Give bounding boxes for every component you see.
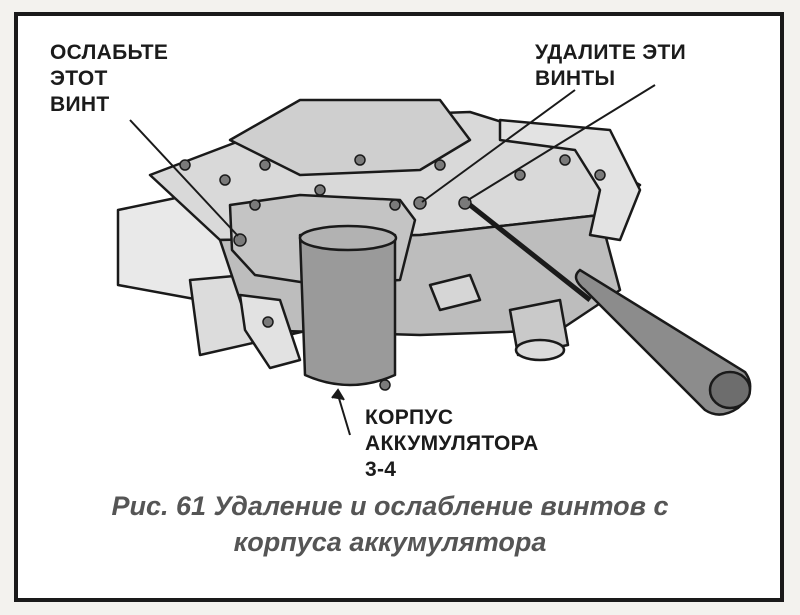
caption-line-1: Рис. 61 Удаление и ослабление винтов с <box>111 491 669 521</box>
loosen-line-1: ОСЛАБЬТЕ <box>50 41 169 64</box>
remove-line-2: ВИНТЫ <box>535 67 616 90</box>
screwdriver <box>468 203 752 416</box>
loosen-line-3: ВИНТ <box>50 93 110 116</box>
housing-line-1: КОРПУС <box>365 406 454 429</box>
figure-caption: Рис. 61 Удаление и ослабление винтов с к… <box>40 488 740 560</box>
accumulator-housing-label: КОРПУС АККУМУЛЯТОРА 3-4 <box>365 405 539 483</box>
housing-line-3: 3-4 <box>365 458 397 481</box>
remove-line-1: УДАЛИТЕ ЭТИ <box>535 41 687 64</box>
caption-line-2: корпуса аккумулятора <box>233 527 547 557</box>
loosen-line-2: ЭТОТ <box>50 67 108 90</box>
remove-screws-label: УДАЛИТЕ ЭТИ ВИНТЫ <box>535 40 686 92</box>
housing-line-2: АККУМУЛЯТОРА <box>365 432 539 455</box>
loosen-screw-label: ОСЛАБЬТЕ ЭТОТ ВИНТ <box>50 40 168 118</box>
